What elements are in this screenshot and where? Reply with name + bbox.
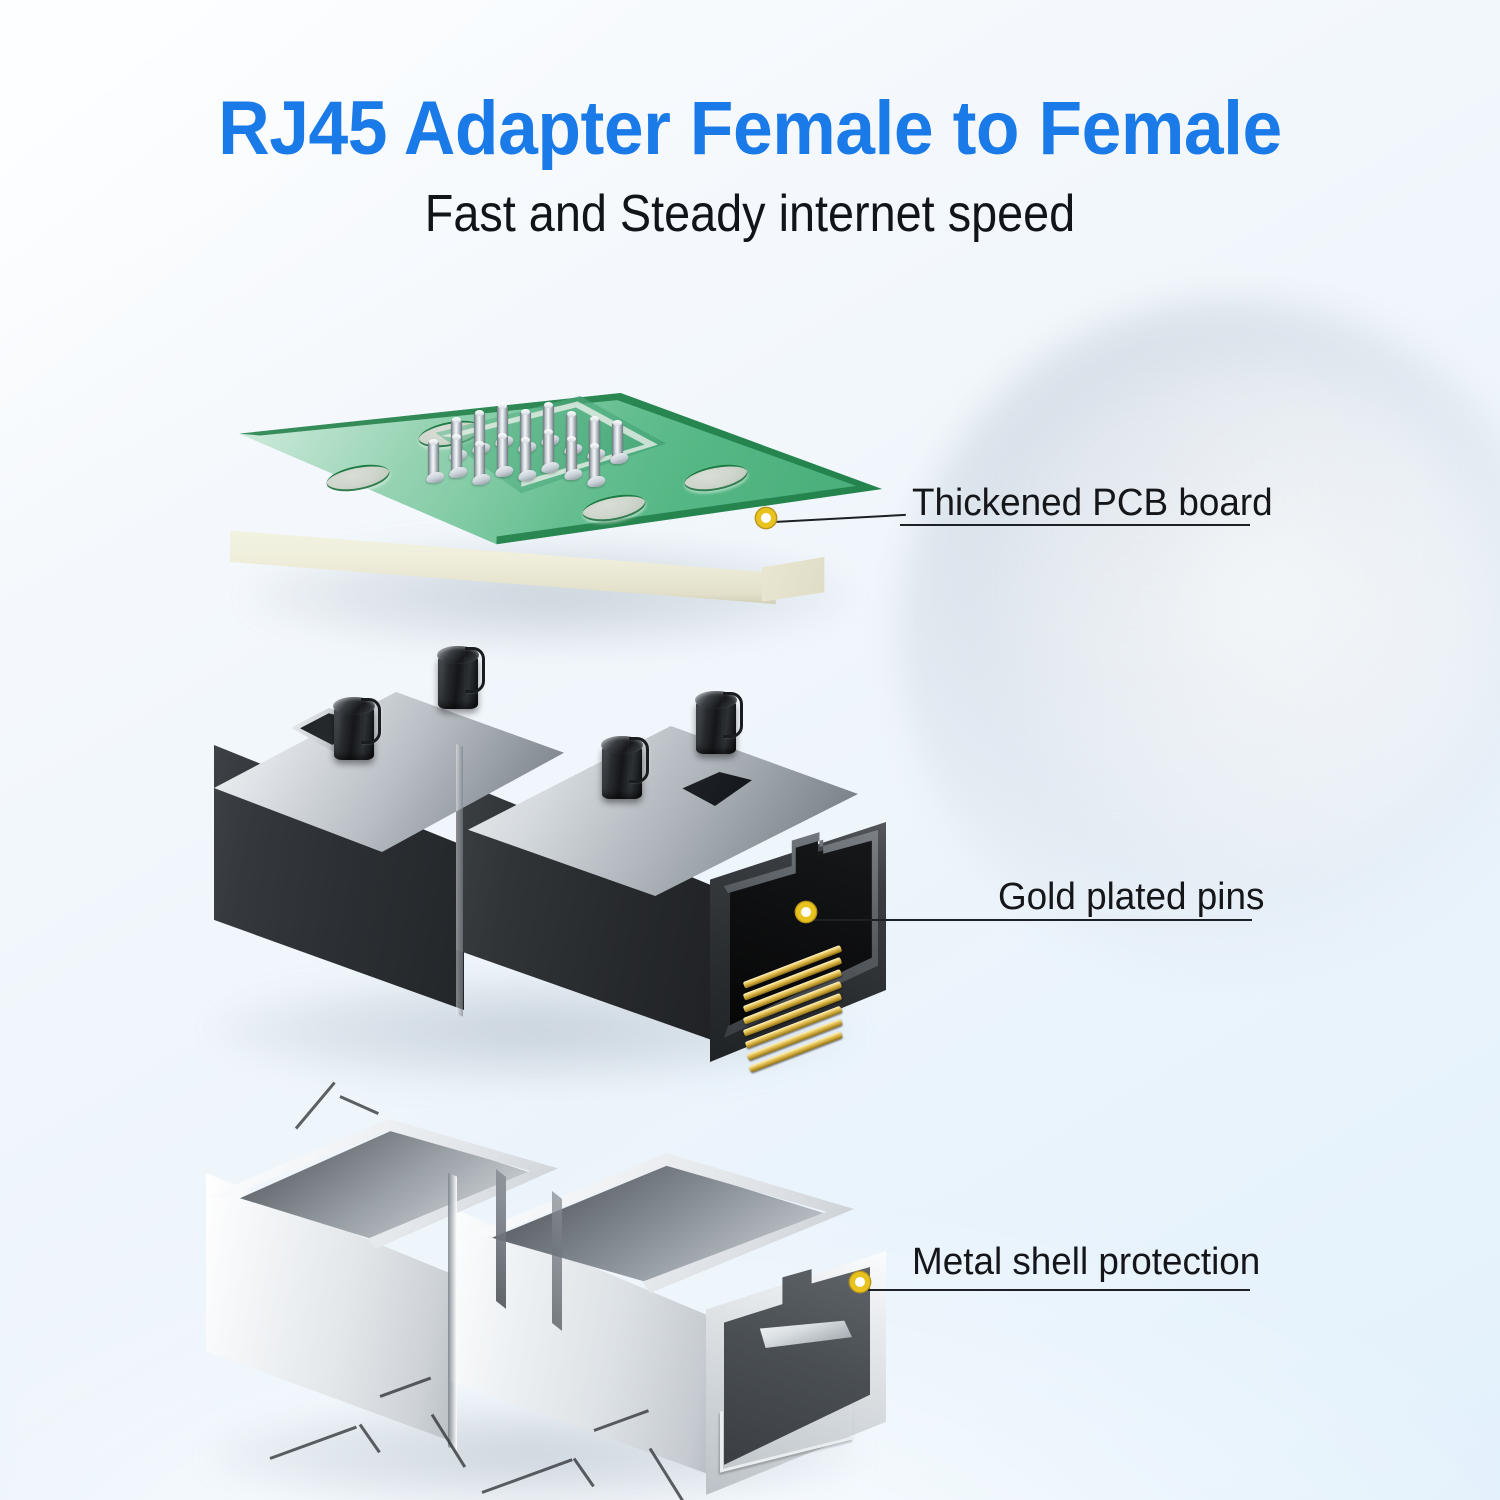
callout-pcb-marker[interactable] [756, 508, 776, 528]
pcb-pin [474, 410, 485, 447]
pcb-pin [543, 402, 554, 439]
metal-shell [200, 1065, 900, 1500]
pcb-pin [566, 411, 577, 448]
shell-cut-line [358, 1423, 381, 1454]
pcb-pin [520, 409, 531, 446]
pcb-pin [497, 403, 508, 440]
pcb-pin [520, 437, 531, 474]
background-sphere-glow [898, 298, 1500, 970]
page-subtitle: Fast and Steady internet speed [424, 185, 1076, 243]
jack-post [333, 697, 381, 760]
jack-post [601, 736, 649, 799]
shell-cut-line [339, 1095, 379, 1115]
pcb-pin [589, 416, 600, 453]
shell-cut-line [294, 1081, 336, 1130]
pcb-pin [474, 441, 485, 478]
pcb-pin [566, 436, 577, 473]
shell-inner-wall [496, 1169, 506, 1309]
pcb-pin [497, 433, 508, 470]
pcb-pin [451, 434, 462, 471]
shell-seam [448, 1173, 457, 1451]
pcb-pin [589, 443, 600, 480]
callout-pcb-leader [900, 524, 1250, 526]
pcb-pin [612, 420, 623, 457]
callout-pins-label: Gold plated pins [998, 876, 1265, 918]
jack-post [437, 646, 485, 709]
callout-pcb-label: Thickened PCB board [912, 482, 1273, 524]
callout-shell-marker[interactable] [850, 1272, 870, 1292]
callout-pins-leader [812, 919, 1252, 921]
shell-inner-wall [552, 1191, 562, 1331]
callout-shell-leader [868, 1289, 1250, 1291]
jack-seam [456, 744, 463, 1017]
black-jack-housing [206, 640, 886, 1073]
jack-post [695, 691, 743, 754]
pcb-pin [543, 429, 554, 466]
page-title: RJ45 Adapter Female to Female [218, 86, 1282, 171]
callout-pins-marker[interactable] [796, 902, 816, 922]
background-sphere-highlight [980, 360, 1500, 880]
callout-shell-label: Metal shell protection [912, 1241, 1261, 1283]
pcb-pin [428, 439, 439, 476]
shell-cut-line [269, 1425, 357, 1460]
pcb-board [222, 392, 882, 604]
